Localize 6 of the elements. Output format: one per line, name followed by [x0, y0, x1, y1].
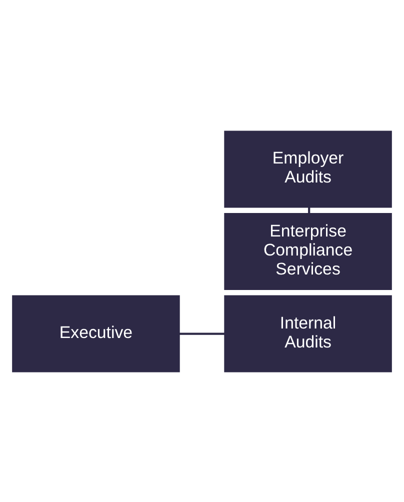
connector: [179, 332, 225, 334]
node-box: Executive: [12, 294, 180, 372]
node-box: Internal Audits: [224, 294, 392, 372]
connector: [308, 206, 310, 214]
node-box: Employer Audits: [224, 130, 392, 208]
node-box: Enterprise Compliance Services: [224, 212, 392, 290]
